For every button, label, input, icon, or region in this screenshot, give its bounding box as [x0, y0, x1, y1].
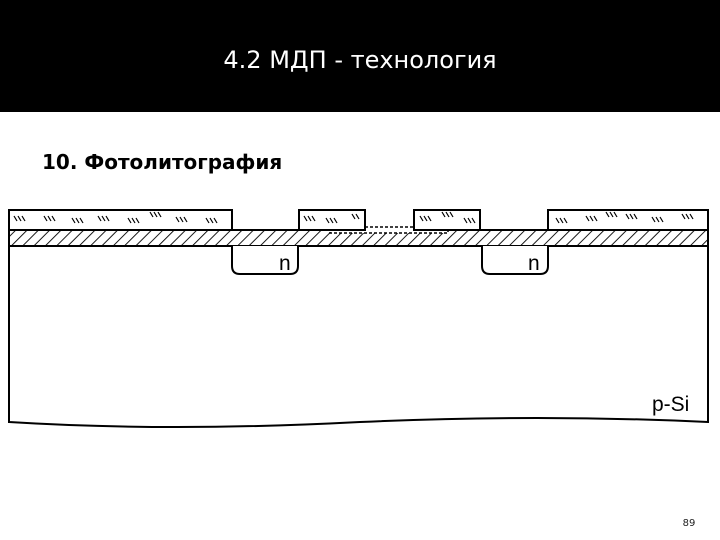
- slide-title: 4.2 МДП - технология: [223, 46, 497, 74]
- p-si-substrate: [8, 246, 709, 428]
- photoresist-block-4: [547, 209, 709, 231]
- section-heading: 10. Фотолитография: [42, 150, 283, 174]
- n-region-right-label: n: [528, 252, 540, 275]
- photoresist-hatch-marks: [13, 211, 694, 224]
- n-region-left: [231, 246, 299, 275]
- process-cross-section-diagram: n n p-Si: [8, 209, 709, 428]
- photoresist-block-1: [8, 209, 233, 231]
- n-region-left-label: n: [279, 252, 291, 275]
- title-bar: 4.2 МДП - технология: [0, 0, 720, 112]
- substrate-label: p-Si: [652, 393, 689, 416]
- n-region-right: [481, 246, 549, 275]
- page-number: 89: [682, 518, 696, 529]
- photoresist-block-3: [413, 209, 481, 231]
- photoresist-blocks: [8, 209, 709, 231]
- photoresist-block-2: [298, 209, 366, 231]
